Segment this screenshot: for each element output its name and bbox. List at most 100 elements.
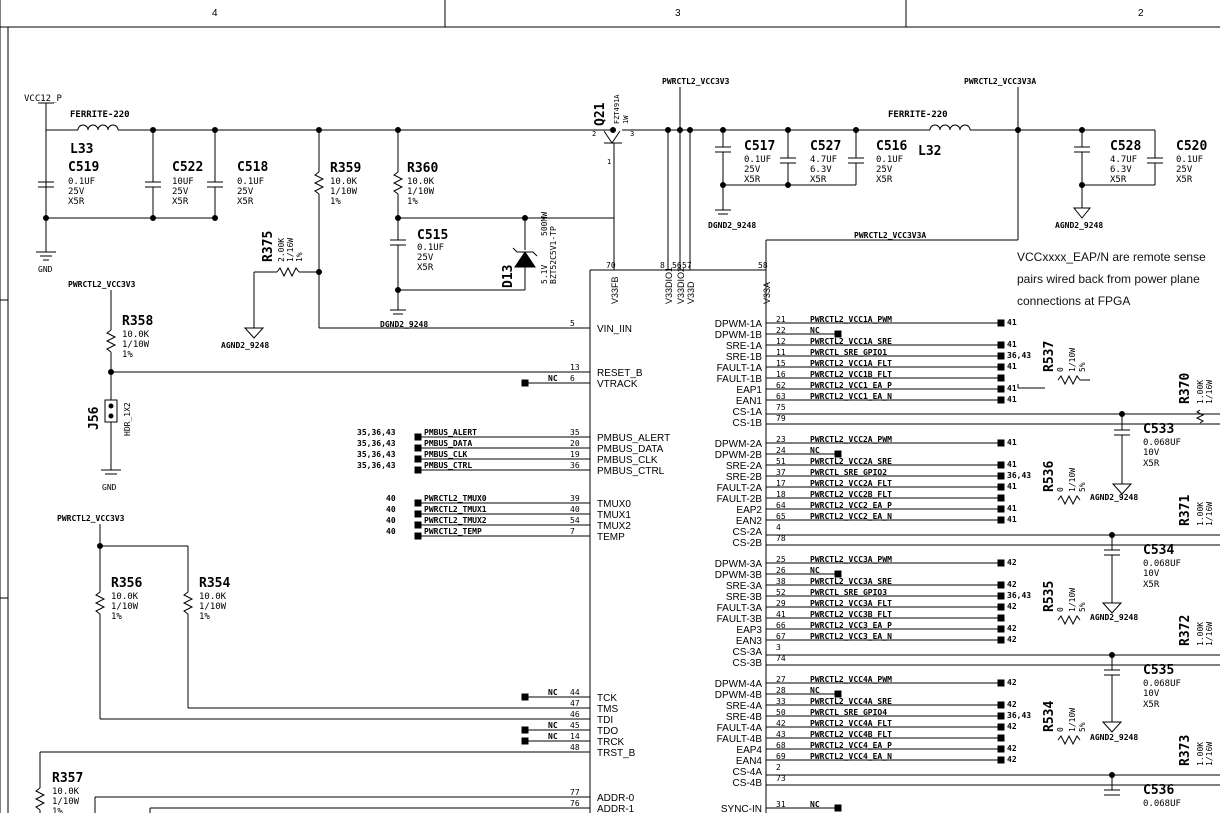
pin-ref: 40	[386, 505, 396, 514]
net-label: AGND2_9248	[1090, 493, 1138, 502]
component-value: 1%	[111, 612, 122, 622]
net-label: AGND2_9248	[1090, 733, 1138, 742]
component-value: 10.0K	[111, 592, 139, 602]
pin-net: PMBUS_ALERT	[424, 428, 477, 437]
pin-name: CS-3B	[733, 658, 763, 669]
pin-ref: 36,43	[1007, 471, 1031, 480]
pin-name: TMUX0	[597, 499, 631, 510]
no-connect-marker	[997, 385, 1005, 393]
pin-net: PWRCTL_SRE_GPIO1	[810, 348, 887, 357]
component-value: 5%	[1078, 602, 1087, 612]
component-value: X5R	[810, 175, 827, 185]
header-body	[104, 399, 118, 423]
component-value: 1.00K	[1196, 622, 1205, 646]
no-connect-marker	[997, 559, 1005, 567]
component-ref: R356	[111, 576, 142, 591]
pin-number: 3	[776, 643, 781, 652]
component-ref: R357	[52, 771, 83, 786]
pin-name: DPWM-1B	[715, 330, 763, 341]
component-value: 5%	[1078, 722, 1087, 732]
net-label: PWRCTL2_VCC3V3A	[854, 231, 926, 240]
pin-number: 1	[607, 158, 611, 166]
pin-number: 66	[776, 621, 786, 630]
pin-number: 27	[776, 675, 786, 684]
pin-number: 14	[570, 732, 580, 741]
pin-number: 23	[776, 435, 786, 444]
pin-number: 79	[776, 414, 786, 423]
component-value: 0	[1056, 607, 1065, 612]
pin-number: 6	[570, 374, 575, 383]
component-value: 500MW	[540, 212, 549, 236]
no-connect-marker	[997, 756, 1005, 764]
pin-name: EAN1	[736, 396, 763, 407]
component-value: 6.3V	[810, 165, 832, 175]
pin-name: EAP2	[736, 505, 762, 516]
resistor-zigzag	[105, 329, 117, 353]
pin-name: TRST_B	[597, 748, 636, 759]
input-power-section: VCC12_P FERRITE-220 L33 C519 0.1UF 25V X…	[24, 94, 668, 350]
no-connect-marker	[997, 461, 1005, 469]
no-connect-marker	[834, 690, 842, 698]
component-value: 10UF	[172, 177, 194, 187]
pin-name: RESET_B	[597, 368, 643, 379]
component-value: 0.068UF	[1143, 679, 1181, 689]
resistor-zigzag	[182, 591, 194, 615]
pin-name: CS-1A	[733, 407, 763, 418]
component-value: 5%	[1078, 362, 1087, 372]
resistor-zigzag	[313, 171, 325, 195]
pin-name: DPWM-2A	[715, 439, 763, 450]
pin-number: 56	[672, 261, 682, 270]
component-value: 1/16W	[1205, 742, 1214, 766]
component-ref: C519	[68, 160, 99, 175]
pin-name: SYNC-IN	[721, 804, 762, 813]
pin-name: DPWM-2B	[715, 450, 763, 461]
pin-ref: 42	[1007, 635, 1017, 644]
pin-net: NC	[810, 326, 820, 335]
pin-number: 62	[776, 381, 786, 390]
component-ref: C522	[172, 160, 203, 175]
component-value: 1/16W	[1205, 502, 1214, 526]
pin-name: SRE-4A	[726, 701, 762, 712]
net-label: VCC12_P	[24, 94, 63, 104]
pin-name: CS-2B	[733, 538, 763, 549]
component-ref: R359	[330, 161, 361, 176]
pin-number: 42	[776, 719, 786, 728]
pin-name: V33A	[762, 282, 772, 304]
pin-name: FAULT-2B	[717, 494, 763, 505]
pin-number: 48	[570, 743, 580, 752]
component-value: 1.00K	[1196, 380, 1205, 404]
pin-net: PWRCTL2_VCC2B_FLT	[810, 490, 892, 499]
no-connect-marker	[997, 352, 1005, 360]
pin-net: PWRCTL2_VCC3A_PWM	[810, 555, 892, 564]
component-value: 0	[1056, 367, 1065, 372]
pin-ref: 42	[1007, 624, 1017, 633]
pin-name: SRE-4B	[726, 712, 762, 723]
component-value: 0.068UF	[1143, 799, 1181, 809]
pin-ref: 42	[1007, 558, 1017, 567]
component-value: 25V	[417, 253, 434, 263]
pin-net: PWRCTL2_VCC2_EA_P	[810, 501, 892, 510]
pin-name: DPWM-3A	[715, 559, 763, 570]
pin-ref: 35,36,43	[357, 428, 396, 437]
pin-name: FAULT-1A	[717, 363, 763, 374]
note-line: connections at FPGA	[1017, 294, 1131, 308]
pin-name: VTRACK	[597, 379, 638, 390]
no-connect-marker	[997, 472, 1005, 480]
pin-ref: 41	[1007, 362, 1017, 371]
component-value: FERRITE-220	[70, 110, 130, 120]
component-ref: C515	[417, 228, 448, 243]
component-value: 25V	[1176, 165, 1193, 175]
pin-number: 65	[776, 512, 786, 521]
net-label: DGND2_9248	[708, 221, 756, 230]
pin-number: 43	[776, 730, 786, 739]
pin-ref: 41	[1007, 504, 1017, 513]
component-ref: Q21	[593, 102, 608, 126]
component-value: X5R	[1143, 459, 1160, 469]
pin-net: PMBUS_DATA	[424, 439, 472, 448]
pin-ref: 35,36,43	[357, 461, 396, 470]
component-value: 1/10W	[1068, 708, 1077, 732]
component-value: 0.068UF	[1143, 438, 1181, 448]
pin-number: 78	[776, 534, 786, 543]
net-label: GND	[102, 483, 117, 492]
pin-net: NC	[548, 732, 558, 741]
